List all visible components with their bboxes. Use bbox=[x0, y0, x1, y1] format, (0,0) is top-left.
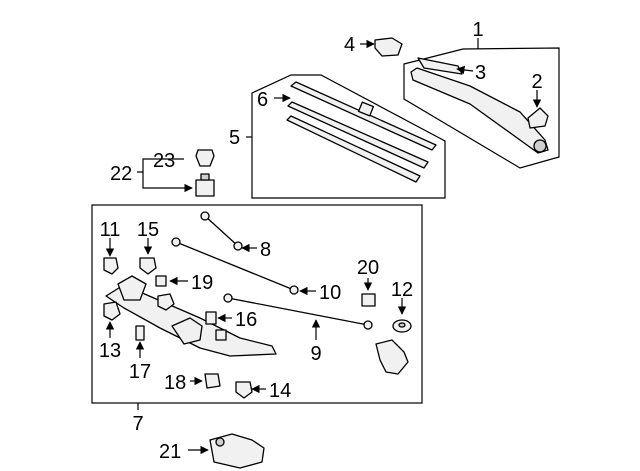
callout-5: 5 bbox=[229, 127, 240, 149]
callout-18: 18 bbox=[164, 372, 186, 394]
wiper-blade-middle bbox=[287, 101, 429, 169]
rod-end-10a bbox=[171, 237, 181, 247]
callout-20: 20 bbox=[357, 257, 379, 279]
wiper-blade-rear bbox=[286, 115, 421, 183]
linkage-frame bbox=[91, 204, 423, 404]
grommet-16 bbox=[205, 311, 217, 325]
rod-end-8a bbox=[200, 211, 210, 221]
callout-19: 19 bbox=[191, 272, 213, 294]
nut-15 bbox=[139, 257, 157, 275]
callout-13: 13 bbox=[99, 340, 121, 362]
callout-9: 9 bbox=[310, 343, 321, 365]
callout-17: 17 bbox=[129, 361, 151, 383]
callout-14: 14 bbox=[269, 380, 291, 402]
rod-end-10b bbox=[289, 285, 299, 295]
wiper-arm-group bbox=[403, 38, 560, 169]
motor-bracket bbox=[171, 317, 203, 345]
callout-2: 2 bbox=[531, 71, 542, 93]
pivot-cap bbox=[527, 107, 549, 129]
link-rod-10 bbox=[175, 241, 295, 291]
link-rod-8 bbox=[204, 215, 239, 247]
callout-1: 1 bbox=[472, 19, 483, 41]
callout-12: 12 bbox=[391, 279, 413, 301]
callout-6: 6 bbox=[257, 89, 268, 111]
motor-crank bbox=[375, 339, 409, 375]
rod-end-9a bbox=[223, 293, 233, 303]
wiper-arm-pivot bbox=[533, 139, 547, 153]
callout-23: 23 bbox=[153, 150, 175, 172]
link-rod-9 bbox=[227, 297, 369, 326]
callout-15: 15 bbox=[137, 219, 159, 241]
leader-line-22b bbox=[142, 172, 193, 193]
leader-line-22 bbox=[137, 158, 184, 173]
rod-end-9b bbox=[363, 320, 373, 330]
callout-11: 11 bbox=[100, 219, 121, 241]
callout-7: 7 bbox=[132, 413, 143, 435]
bolt-17 bbox=[135, 325, 145, 341]
part-4-group bbox=[360, 37, 403, 57]
callout-8: 8 bbox=[260, 239, 271, 261]
trim-clip bbox=[374, 37, 403, 57]
washer-13 bbox=[103, 301, 121, 321]
grommet-23 bbox=[195, 149, 215, 167]
callout-22: 22 bbox=[110, 163, 132, 185]
wiper-arm bbox=[410, 67, 549, 154]
linkage-group bbox=[91, 204, 423, 410]
bolt-11 bbox=[103, 257, 119, 275]
rod-end-8b bbox=[233, 241, 243, 251]
linkage-pivot-plate bbox=[117, 275, 147, 301]
callout-labels: 1 2 3 4 5 6 7 8 9 10 11 12 13 14 15 16 1… bbox=[99, 19, 543, 463]
wiper-blade-frame bbox=[251, 74, 446, 199]
wiper-blade-front bbox=[290, 81, 437, 151]
wiper-blade-group bbox=[246, 74, 446, 199]
washer-12-hole bbox=[398, 322, 406, 328]
bolt-19 bbox=[155, 275, 167, 287]
bushing-18 bbox=[204, 373, 221, 389]
blade-adapter bbox=[357, 101, 375, 117]
nut-19b bbox=[157, 293, 175, 311]
callout-3: 3 bbox=[475, 62, 486, 84]
leader-line-3 bbox=[456, 65, 474, 75]
wiper-motor-shaft bbox=[215, 437, 225, 447]
callout-16: 16 bbox=[235, 309, 257, 331]
connector-top bbox=[200, 173, 210, 181]
nut-14 bbox=[235, 381, 253, 399]
wiper-arm-frame bbox=[403, 47, 560, 169]
part-22-group bbox=[137, 149, 215, 197]
grommet-20 bbox=[361, 293, 376, 307]
part-21-group bbox=[188, 433, 265, 469]
grommet-16b bbox=[215, 329, 227, 341]
connector bbox=[195, 179, 215, 197]
callout-21: 21 bbox=[159, 441, 181, 463]
callout-10: 10 bbox=[319, 282, 341, 304]
callout-4: 4 bbox=[344, 34, 355, 56]
